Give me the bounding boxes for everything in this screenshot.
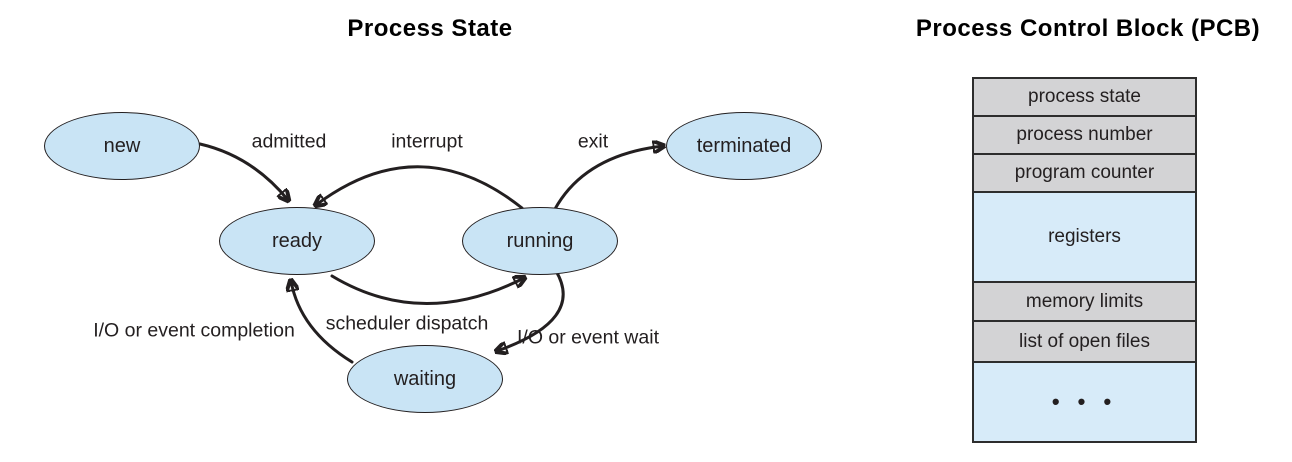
edge-label-io-or-event-wait: I/O or event wait <box>517 326 659 349</box>
state-label: running <box>506 229 574 252</box>
arrow-scheduler-dispatch <box>330 274 524 305</box>
state-node-ready: ready <box>219 207 375 275</box>
edge-label-io-or-event-completion: I/O or event completion <box>93 319 295 342</box>
pcb-row-process-number: process number <box>974 115 1195 153</box>
edge-label-admitted: admitted <box>251 130 327 153</box>
state-node-waiting: waiting <box>347 345 503 413</box>
state-node-terminated: terminated <box>666 112 822 180</box>
state-node-running: running <box>462 207 618 275</box>
state-label: waiting <box>393 367 457 390</box>
pcb-row-ellipsis: • • • <box>974 361 1195 441</box>
arrow-exit <box>553 146 663 211</box>
state-label: terminated <box>696 134 792 157</box>
pcb-title: Process Control Block (PCB) <box>915 15 1261 42</box>
pcb-row-program-counter: program counter <box>974 153 1195 191</box>
arrow-interrupt <box>316 165 524 210</box>
edge-label-interrupt: interrupt <box>391 130 463 153</box>
pcb-row-list-of-open-files: list of open files <box>974 320 1195 361</box>
pcb-table: process state process number program cou… <box>972 77 1197 443</box>
state-label: new <box>103 134 141 157</box>
edge-label-scheduler-dispatch: scheduler dispatch <box>325 312 489 335</box>
state-node-new: new <box>44 112 200 180</box>
state-label: ready <box>271 229 323 252</box>
pcb-row-memory-limits: memory limits <box>974 281 1195 320</box>
edge-label-exit: exit <box>577 130 609 153</box>
pcb-row-process-state: process state <box>974 79 1195 115</box>
pcb-row-registers: registers <box>974 191 1195 281</box>
process-state-title: Process State <box>347 15 513 42</box>
